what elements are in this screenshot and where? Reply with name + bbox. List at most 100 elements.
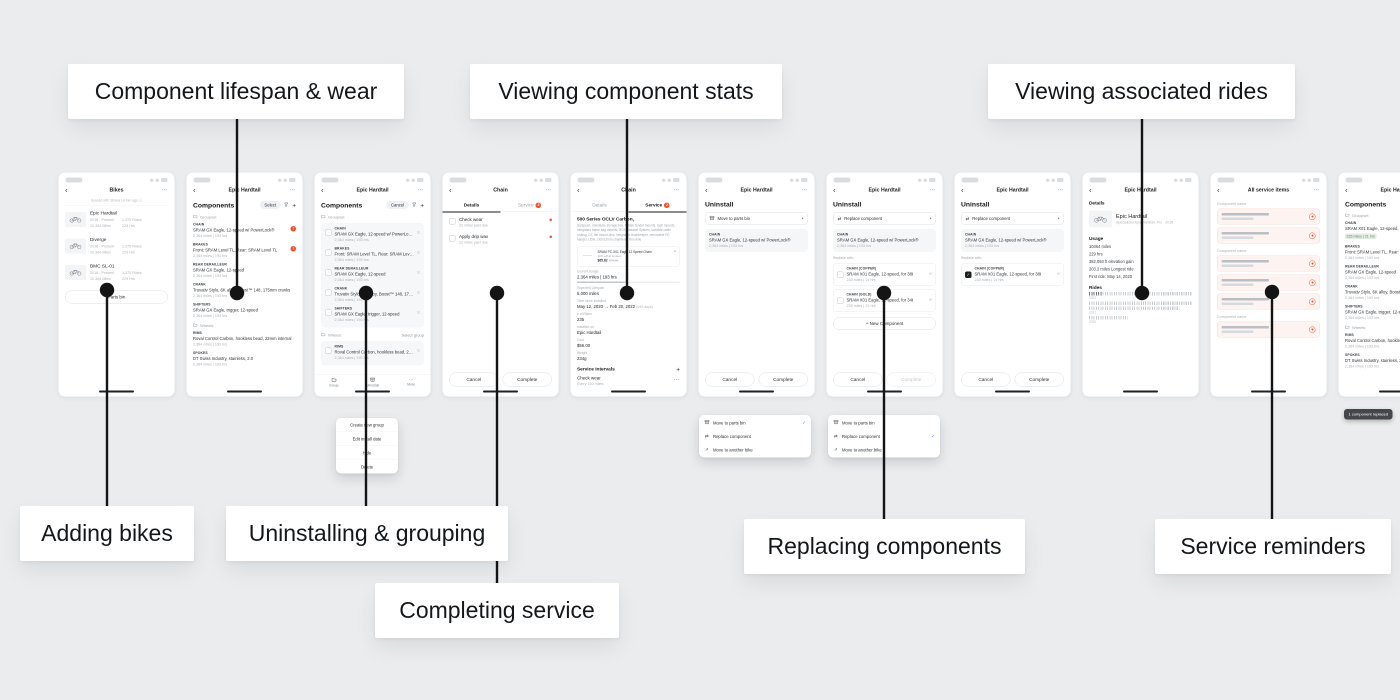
checkbox[interactable] xyxy=(449,235,456,242)
back-button[interactable]: ‹ xyxy=(449,185,452,195)
drag-handle-icon[interactable]: ≡ xyxy=(929,271,932,277)
parts-bin-button[interactable]: Parts bin xyxy=(65,290,168,304)
new-component-button[interactable]: + New Component xyxy=(833,317,936,330)
component-item-selectable[interactable]: SHIFTERS SRAM GX Eagle, trigger, 12-spee… xyxy=(325,307,420,322)
checkbox[interactable] xyxy=(325,229,332,236)
back-button[interactable]: ‹ xyxy=(1089,185,1092,195)
menu-item-edit-install-date[interactable]: Edit install date xyxy=(336,431,398,446)
component-item[interactable]: SPOKES DT Swiss Industry, stainless, 2.0… xyxy=(193,352,296,367)
more-menu-button[interactable]: ··· xyxy=(417,187,424,193)
drag-handle-icon[interactable]: ≡ xyxy=(417,250,420,256)
complete-button[interactable]: Complete xyxy=(502,372,552,387)
more-action[interactable]: ···More xyxy=(392,377,431,388)
close-icon[interactable]: ✕ xyxy=(673,249,677,254)
component-item[interactable]: RIMS Roval Control Carbon, hookless bead… xyxy=(193,332,296,347)
menu-item-delete[interactable]: Delete xyxy=(336,459,398,474)
service-reminder-card[interactable] xyxy=(1217,274,1320,291)
menu-item-create-group[interactable]: Create new group xyxy=(350,422,384,428)
checkbox[interactable] xyxy=(325,269,332,276)
more-menu-button[interactable]: ··· xyxy=(1057,187,1064,193)
checkbox[interactable] xyxy=(325,289,332,296)
filter-icon[interactable] xyxy=(412,201,417,210)
service-reminder-card[interactable] xyxy=(1217,208,1320,225)
service-reminder-card[interactable] xyxy=(1217,227,1320,244)
deal-card[interactable]: SRAM PC-X01 Eagle 12 Speed Chain 10% off… xyxy=(577,246,680,267)
drag-handle-icon[interactable]: ≡ xyxy=(417,290,420,296)
more-menu-button[interactable]: ··· xyxy=(673,187,680,193)
back-button[interactable]: ‹ xyxy=(193,185,196,195)
more-menu-button[interactable]: ··· xyxy=(1313,187,1320,193)
back-button[interactable]: ‹ xyxy=(1217,185,1220,195)
checkbox[interactable] xyxy=(325,309,332,316)
drag-handle-icon[interactable]: ≡ xyxy=(417,310,420,316)
service-reminder-card[interactable] xyxy=(1217,255,1320,272)
component-item[interactable]: RIMS Roval Control Carbon, hookless bead… xyxy=(1345,334,1400,349)
filter-icon[interactable] xyxy=(284,201,289,210)
checkbox[interactable] xyxy=(449,218,456,225)
drag-handle-icon[interactable]: ≡ xyxy=(1057,271,1060,277)
checkbox[interactable] xyxy=(837,297,844,304)
uninstall-mode-select[interactable]: ⇄ Replace component ▾ xyxy=(833,212,936,225)
service-reminder-card[interactable] xyxy=(1217,293,1320,310)
menu-item-move-bike[interactable]: ↗Move to another bike xyxy=(833,447,882,453)
service-task[interactable]: Check wear 12 miles past due xyxy=(449,217,552,228)
cancel-select-button[interactable]: Cancel xyxy=(386,201,409,209)
menu-item-parts-bin[interactable]: Move to parts bin xyxy=(828,416,940,430)
more-menu-button[interactable]: ··· xyxy=(545,187,552,193)
checkbox-checked[interactable]: ✓ xyxy=(965,271,972,278)
component-item[interactable]: BRAKES Front: SRAM Level TL, Rear: SRAM … xyxy=(1345,245,1400,260)
cancel-button[interactable]: Cancel xyxy=(705,372,755,387)
checkbox[interactable] xyxy=(837,271,844,278)
add-interval-button[interactable]: + xyxy=(676,365,680,373)
more-menu-button[interactable]: ··· xyxy=(289,187,296,193)
replacement-option-selected[interactable]: ✓ CHAIN (COPPER) SRAM X01 Eagle, 12-spee… xyxy=(961,263,1064,286)
back-button[interactable]: ‹ xyxy=(321,185,324,195)
checkbox[interactable] xyxy=(325,249,332,256)
uninstall-mode-select[interactable]: Move to parts bin ▾ xyxy=(705,212,808,225)
checkbox[interactable] xyxy=(325,347,332,354)
cancel-button[interactable]: Cancel xyxy=(961,372,1011,387)
back-button[interactable]: ‹ xyxy=(1345,185,1348,195)
complete-button[interactable]: Complete xyxy=(758,372,808,387)
component-item[interactable]: SHIFTERS SRAM GX Eagle, trigger, 12-spee… xyxy=(1345,305,1400,320)
cancel-button[interactable]: Cancel xyxy=(449,372,499,387)
component-item[interactable]: REAR DERAILLEUR SRAM GX Eagle, 12-speed … xyxy=(193,263,296,278)
service-reminder-card[interactable] xyxy=(1217,321,1320,338)
more-menu-button[interactable]: ··· xyxy=(161,187,168,193)
component-item-selectable[interactable]: RIMS Roval Control Carbon, hookless bead… xyxy=(325,345,420,360)
interval-more-button[interactable]: ··· xyxy=(673,376,680,383)
component-item-selectable[interactable]: CRANK Truvativ Stylo, 6K alloy, Boost™ 1… xyxy=(325,287,420,302)
component-item[interactable]: REAR DERAILLEUR SRAM GX Eagle, 12-speed … xyxy=(1345,265,1400,280)
tab-details[interactable]: Details xyxy=(442,199,501,213)
uninstall-action[interactable]: Uninstall xyxy=(353,377,392,388)
component-item-selectable[interactable]: REAR DERAILLEUR SRAM GX Eagle, 12-speed … xyxy=(325,267,420,282)
more-menu-button[interactable]: ··· xyxy=(929,187,936,193)
component-item[interactable]: BRAKES Front: SRAM Level TL, Rear: SRAM … xyxy=(193,243,296,258)
tab-details[interactable]: Details xyxy=(592,202,607,209)
back-button[interactable]: ‹ xyxy=(961,185,964,195)
service-task[interactable]: Apply drip wax 12 miles past due xyxy=(449,234,552,245)
cancel-button[interactable]: Cancel xyxy=(833,372,883,387)
drag-handle-icon[interactable]: ≡ xyxy=(417,348,420,354)
component-item[interactable]: CHAIN SRAM X01 Eagle, 12-speed, for 38t … xyxy=(1345,222,1400,241)
replacement-option[interactable]: CHAIN (GOLD) SRAM X01 Eagle, 12-speed, f… xyxy=(833,289,936,312)
select-group-button[interactable]: Select group xyxy=(401,332,424,338)
group-action[interactable]: Group xyxy=(315,378,354,388)
select-button[interactable]: Select xyxy=(259,201,281,209)
add-component-button[interactable]: + xyxy=(292,201,296,209)
menu-item-hide[interactable]: Hide xyxy=(336,445,398,460)
menu-item-replace[interactable]: ⇄Replace component✓ xyxy=(833,433,935,439)
more-menu-button[interactable]: ··· xyxy=(801,187,808,193)
menu-item-parts-bin[interactable]: Move to parts bin✓ xyxy=(699,416,811,430)
drag-handle-icon[interactable]: ≡ xyxy=(417,230,420,236)
component-item-selectable[interactable]: CHAIN SRAM GX Eagle, 12-speed w/ PowerLo… xyxy=(325,227,420,242)
info-icon[interactable]: ⓘ xyxy=(138,199,143,203)
interval-item[interactable]: Check wear Every 150 miles ··· xyxy=(577,375,680,386)
complete-button[interactable]: Complete xyxy=(1014,372,1064,387)
menu-item-replace[interactable]: ⇄Replace component xyxy=(704,433,751,439)
